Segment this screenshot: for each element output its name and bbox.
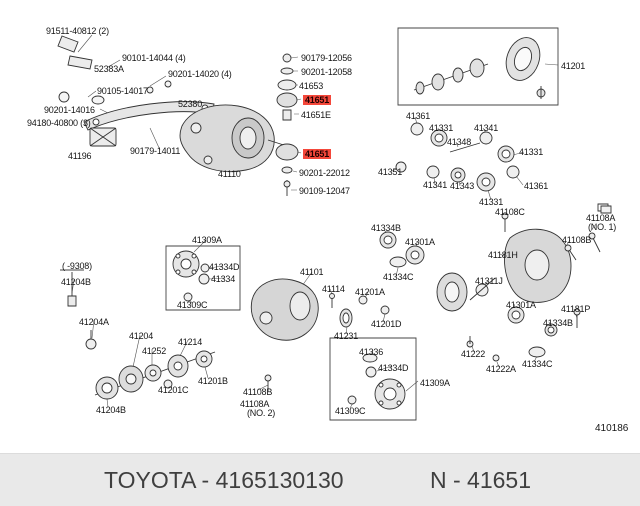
part-label: 41108A xyxy=(586,213,616,223)
part-label: 41334B xyxy=(371,223,401,233)
front-mount-crossmember-drawing xyxy=(58,36,214,146)
part-label: 41341 xyxy=(474,123,499,133)
part-label: (NO. 2) xyxy=(247,408,276,418)
part-label: 41108A xyxy=(240,399,270,409)
part-label: 90109-12047 xyxy=(299,186,350,196)
footer-part-text: N - 41651 xyxy=(430,467,532,493)
part-label: 41201D xyxy=(371,319,402,329)
part-label: 41334D xyxy=(209,262,240,272)
part-label: 41204A xyxy=(79,317,109,327)
part-label: 41108B xyxy=(243,387,273,397)
highlighted-part-label: 41651 xyxy=(303,95,332,105)
part-label: 41361 xyxy=(524,181,549,191)
companion-flange-upper-drawing xyxy=(166,246,240,310)
part-label: 41361 xyxy=(406,111,431,121)
part-label: 41114 xyxy=(322,284,345,294)
part-label: 90179-12056 xyxy=(301,53,352,63)
part-label: 41336 xyxy=(359,347,384,357)
part-label: 41222A xyxy=(486,364,516,374)
part-label: 41334B xyxy=(543,318,573,328)
axle-shaft-parts-drawing xyxy=(60,270,215,399)
part-label: 41231 xyxy=(334,331,359,341)
part-label: 41201 xyxy=(561,61,586,71)
part-label: 90105-14017 xyxy=(97,86,148,96)
part-label: 41204B xyxy=(61,277,91,287)
part-label: 41341 xyxy=(423,180,448,190)
part-label: 41334C xyxy=(383,272,414,282)
part-label: 41108C xyxy=(495,207,525,217)
part-label: 41334 xyxy=(211,274,236,284)
part-label: 41311J xyxy=(475,276,503,286)
part-label: 90201-12058 xyxy=(301,67,352,77)
part-label: 41214 xyxy=(178,337,203,347)
part-label: 90179-14011 xyxy=(130,146,181,156)
differential-carrier-drawing xyxy=(180,105,290,172)
part-label: 41181P xyxy=(561,304,591,314)
part-label: 90201-14016 xyxy=(44,105,95,115)
part-label: 41222 xyxy=(461,349,486,359)
part-label: 41331 xyxy=(519,147,544,157)
part-label: 41309A xyxy=(420,378,450,388)
part-label: 41252 xyxy=(142,346,167,356)
part-label: 52383A xyxy=(94,64,124,74)
part-label: 41110 xyxy=(218,169,241,179)
part-label: 41204 xyxy=(129,331,154,341)
part-label: 41334D xyxy=(378,363,409,373)
part-label: 41331 xyxy=(429,123,454,133)
part-label: 41343 xyxy=(450,181,475,191)
drive-pinion-ring-gear-box-drawing xyxy=(398,28,558,105)
part-label: 41651E xyxy=(301,110,331,120)
differential-case-drawing xyxy=(251,279,389,392)
part-label: 90101-14044 (4) xyxy=(122,53,186,63)
part-label: 41331 xyxy=(479,197,504,207)
part-label: 41301A xyxy=(506,300,536,310)
part-label: 41201A xyxy=(355,287,385,297)
part-label: 94180-40800 (3) xyxy=(27,118,91,128)
part-label: 41108B xyxy=(562,235,592,245)
part-label: 41101 xyxy=(300,267,324,277)
part-label: 91511-40812 (2) xyxy=(46,26,109,36)
mount-cushion-stack-drawing xyxy=(276,54,298,196)
diagram-artwork xyxy=(0,0,640,454)
differential-internal-gears-drawing xyxy=(380,123,519,361)
footer-catalog-text: TOYOTA - 4165130130 xyxy=(104,467,344,493)
part-label: 90201-14020 (4) xyxy=(168,69,232,79)
part-label: 41201B xyxy=(198,376,228,386)
part-label: ( -9308) xyxy=(62,261,92,271)
figure-ref-number: 410186 xyxy=(595,423,629,434)
rear-axle-carrier-drawing xyxy=(502,204,611,357)
part-label: 41348 xyxy=(447,137,472,147)
footer-bar: TOYOTA - 4165130130 N - 41651 xyxy=(0,453,640,506)
part-label: (NO. 1) xyxy=(588,222,617,232)
part-label: 41181H xyxy=(488,250,518,260)
part-label: 41204B xyxy=(96,405,126,415)
part-label: 41196 xyxy=(68,151,92,161)
part-label: 41201C xyxy=(158,385,189,395)
part-label: 41309C xyxy=(335,406,366,416)
part-label: 41334C xyxy=(522,359,553,369)
part-label: 41309A xyxy=(192,235,222,245)
part-label: 41351 xyxy=(378,167,403,177)
part-label: 41653 xyxy=(299,81,324,91)
part-label: 41309C xyxy=(177,300,208,310)
companion-flange-lower-drawing xyxy=(330,338,416,420)
part-label: 52380 xyxy=(178,99,203,109)
part-label: 41301A xyxy=(405,237,435,247)
highlighted-part-label: 41651 xyxy=(303,149,332,159)
part-label: 90201-22012 xyxy=(299,168,350,178)
